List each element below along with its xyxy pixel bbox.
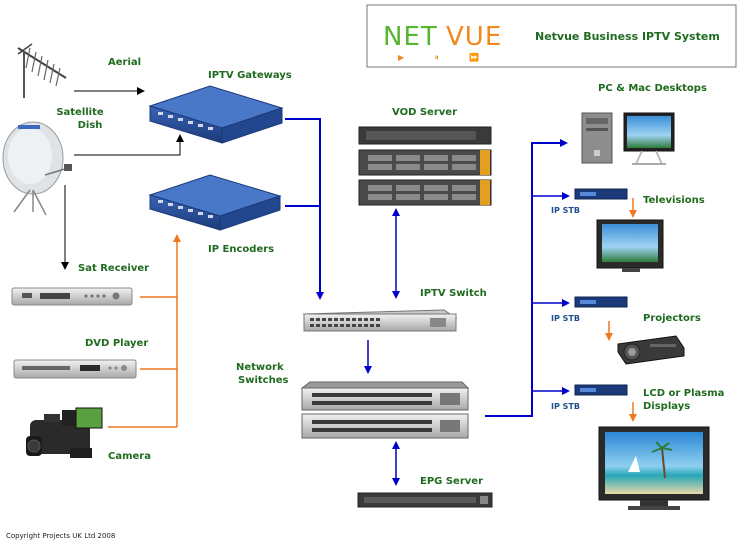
camera-label: Camera [108, 451, 151, 462]
aerial-label: Aerial [108, 57, 141, 68]
iptv-gateways-label: IPTV Gateways [208, 70, 292, 81]
sat-receiver-icon [11, 287, 133, 306]
network-to-clients-line [485, 139, 568, 417]
sat-receiver-label: Sat Receiver [78, 263, 149, 274]
ip-stb-3-label: IP STB [551, 402, 580, 411]
ip-stb-1-device [574, 188, 628, 200]
ip-stb-2-label: IP STB [551, 314, 580, 323]
lcd-display-icon [598, 426, 710, 510]
projector-icon [617, 335, 685, 365]
vod-server-label: VOD Server [392, 107, 457, 118]
page-title: Netvue Business IPTV System [535, 30, 720, 43]
gateway-to-switch-line [285, 118, 324, 300]
iptv-switch-label: IPTV Switch [420, 288, 487, 299]
logo-controls-icon: ▶ ⏸ ⏩ [398, 52, 493, 62]
vod-server-device [358, 126, 492, 206]
copyright-text: Copyright Projects UK Ltd 2008 [6, 532, 115, 540]
lcd-plasma-label-line2: Displays [643, 401, 690, 412]
netvue-logo: NET VUE ▶ ⏸ ⏩ [383, 22, 502, 62]
ip-stb-1-label: IP STB [551, 206, 580, 215]
projectors-label: Projectors [643, 313, 701, 324]
satellite-label-line1: Satellite [56, 107, 104, 118]
dvd-player-icon [13, 359, 137, 379]
logo-text-vue: VUE [446, 22, 502, 52]
iptv-gateway-device [148, 85, 284, 144]
header-box [366, 4, 737, 68]
satellite-dish-icon [2, 121, 72, 216]
dish-to-gateway-line [74, 134, 184, 156]
logo-text-net: NET [383, 22, 438, 52]
network-switches-label-line1: Network [236, 362, 284, 373]
epg-server-device [357, 492, 493, 508]
network-switches-device [300, 381, 470, 439]
ip-encoders-label: IP Encoders [208, 244, 274, 255]
camera-icon [26, 407, 103, 458]
epg-server-label: EPG Server [420, 476, 483, 487]
television-icon [596, 219, 664, 272]
connections [61, 87, 637, 486]
televisions-label: Televisions [643, 195, 705, 206]
mac-monitor-icon [623, 112, 675, 165]
aerial-icon [17, 43, 67, 98]
satellite-label-line2: Dish [78, 120, 103, 131]
pc-mac-label: PC & Mac Desktops [598, 83, 707, 94]
lcd-plasma-label-line1: LCD or Plasma [643, 388, 724, 399]
ip-encoder-device [148, 174, 282, 231]
ip-stb-2-device [574, 296, 628, 308]
iptv-switch-device [302, 309, 458, 332]
ip-stb-3-device [574, 384, 628, 396]
dvd-player-label: DVD Player [85, 338, 148, 349]
network-switches-label-line2: Switches [238, 375, 288, 386]
pc-desktop-icon [581, 112, 613, 164]
